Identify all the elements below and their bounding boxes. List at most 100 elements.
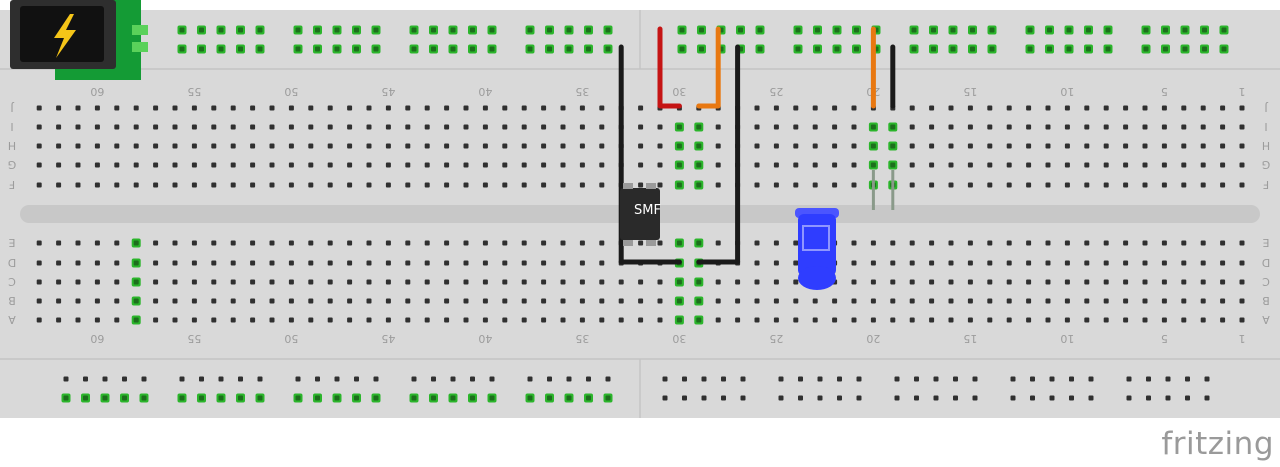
breadboard-hole [618, 298, 624, 304]
breadboard-hole [696, 317, 702, 323]
smd-chip[interactable]: SMF [620, 183, 661, 246]
breadboard-hole [211, 143, 217, 149]
rail-hole [257, 395, 263, 401]
breadboard-hole [1239, 182, 1245, 188]
breadboard-hole [1026, 317, 1032, 323]
breadboard-hole [133, 240, 139, 246]
jumper-wire-orange[interactable] [696, 26, 721, 109]
breadboard-hole [715, 298, 721, 304]
breadboard-hole [482, 240, 488, 246]
jumper-wire-black[interactable] [618, 44, 682, 265]
chip-label: SMF [634, 203, 661, 218]
breadboard-hole [1181, 162, 1187, 168]
breadboard-hole [812, 162, 818, 168]
breadboard-hole [812, 182, 818, 188]
breadboard-hole [715, 317, 721, 323]
rail-hole [972, 376, 978, 382]
breadboard-hole [715, 240, 721, 246]
breadboard-hole [1200, 260, 1206, 266]
rail-hole [950, 27, 956, 33]
rail-hole [740, 395, 746, 401]
breadboard-hole [1064, 279, 1070, 285]
rail-hole [1185, 395, 1190, 401]
breadboard-hole [987, 124, 993, 130]
rail-hole [354, 376, 359, 382]
column-label-top: 25 [769, 85, 783, 98]
breadboard-hole [1220, 298, 1226, 304]
breadboard-hole [676, 317, 682, 323]
breadboard-hole [1084, 124, 1090, 130]
rail-hole [373, 46, 379, 52]
breadboard-hole [579, 105, 585, 111]
breadboard-hole [463, 105, 469, 111]
breadboard-hole [929, 124, 935, 130]
row-label-right: G [1262, 158, 1271, 171]
breadboard-hole [230, 279, 236, 285]
breadboard-hole [1220, 182, 1226, 188]
breadboard-hole [657, 162, 663, 168]
breadboard-hole [1142, 105, 1148, 111]
breadboard-hole [870, 240, 876, 246]
breadboard-hole [269, 182, 275, 188]
breadboard-hole [424, 298, 430, 304]
breadboard-hole [773, 317, 779, 323]
breadboard-hole [793, 298, 799, 304]
breadboard-hole [638, 162, 644, 168]
breadboard-hole [657, 124, 663, 130]
breadboard-hole [463, 260, 469, 266]
breadboard-hole [385, 124, 391, 130]
power-supply[interactable] [10, 0, 148, 80]
breadboard-hole [1142, 124, 1148, 130]
row-label-left: J [10, 101, 14, 114]
jumper-wire-red[interactable] [657, 26, 682, 109]
column-label-top: 5 [1161, 85, 1168, 98]
column-label-top: 10 [1060, 85, 1074, 98]
breadboard-hole [1045, 105, 1051, 111]
breadboard-hole [754, 317, 760, 323]
breadboard-hole [1045, 298, 1051, 304]
breadboard-hole [1103, 124, 1109, 130]
breadboard-hole [1084, 317, 1090, 323]
rail-hole [489, 46, 495, 52]
rail-hole [854, 46, 859, 52]
breadboard-hole [735, 298, 741, 304]
breadboard-hole [676, 162, 682, 168]
breadboard-hole [754, 240, 760, 246]
breadboard-hole [56, 162, 62, 168]
breadboard-hole [909, 105, 915, 111]
breadboard-hole [773, 124, 779, 130]
rail-hole [334, 46, 340, 52]
breadboard-hole [676, 124, 682, 130]
breadboard-hole [948, 105, 954, 111]
breadboard-hole [424, 240, 430, 246]
breadboard-hole [56, 260, 62, 266]
rail-hole [431, 46, 436, 52]
breadboard-hole [599, 105, 605, 111]
breadboard-hole [1026, 298, 1032, 304]
chip-pin [646, 240, 656, 246]
breadboard-hole [347, 143, 353, 149]
rail-hole [837, 376, 842, 382]
jumper-wire-black[interactable] [696, 44, 741, 265]
breadboard-hole [172, 124, 178, 130]
led-icon[interactable] [795, 170, 895, 290]
breadboard-hole [599, 317, 605, 323]
rail-hole [1066, 46, 1072, 52]
breadboard-hole [191, 260, 197, 266]
breadboard-hole [967, 260, 973, 266]
rail-hole [566, 376, 572, 382]
breadboard-hole [851, 162, 857, 168]
breadboard-hole [929, 182, 935, 188]
breadboard-hole [347, 105, 353, 111]
breadboard-hole [851, 143, 857, 149]
breadboard-hole [463, 182, 469, 188]
breadboard-hole [1181, 182, 1187, 188]
rail-hole [238, 46, 243, 52]
rail-hole [701, 376, 707, 382]
row-label-right: A [1262, 313, 1270, 326]
breadboard-hole [269, 143, 275, 149]
breadboard-hole [560, 105, 566, 111]
rail-hole [315, 27, 320, 33]
breadboard-hole [909, 182, 915, 188]
